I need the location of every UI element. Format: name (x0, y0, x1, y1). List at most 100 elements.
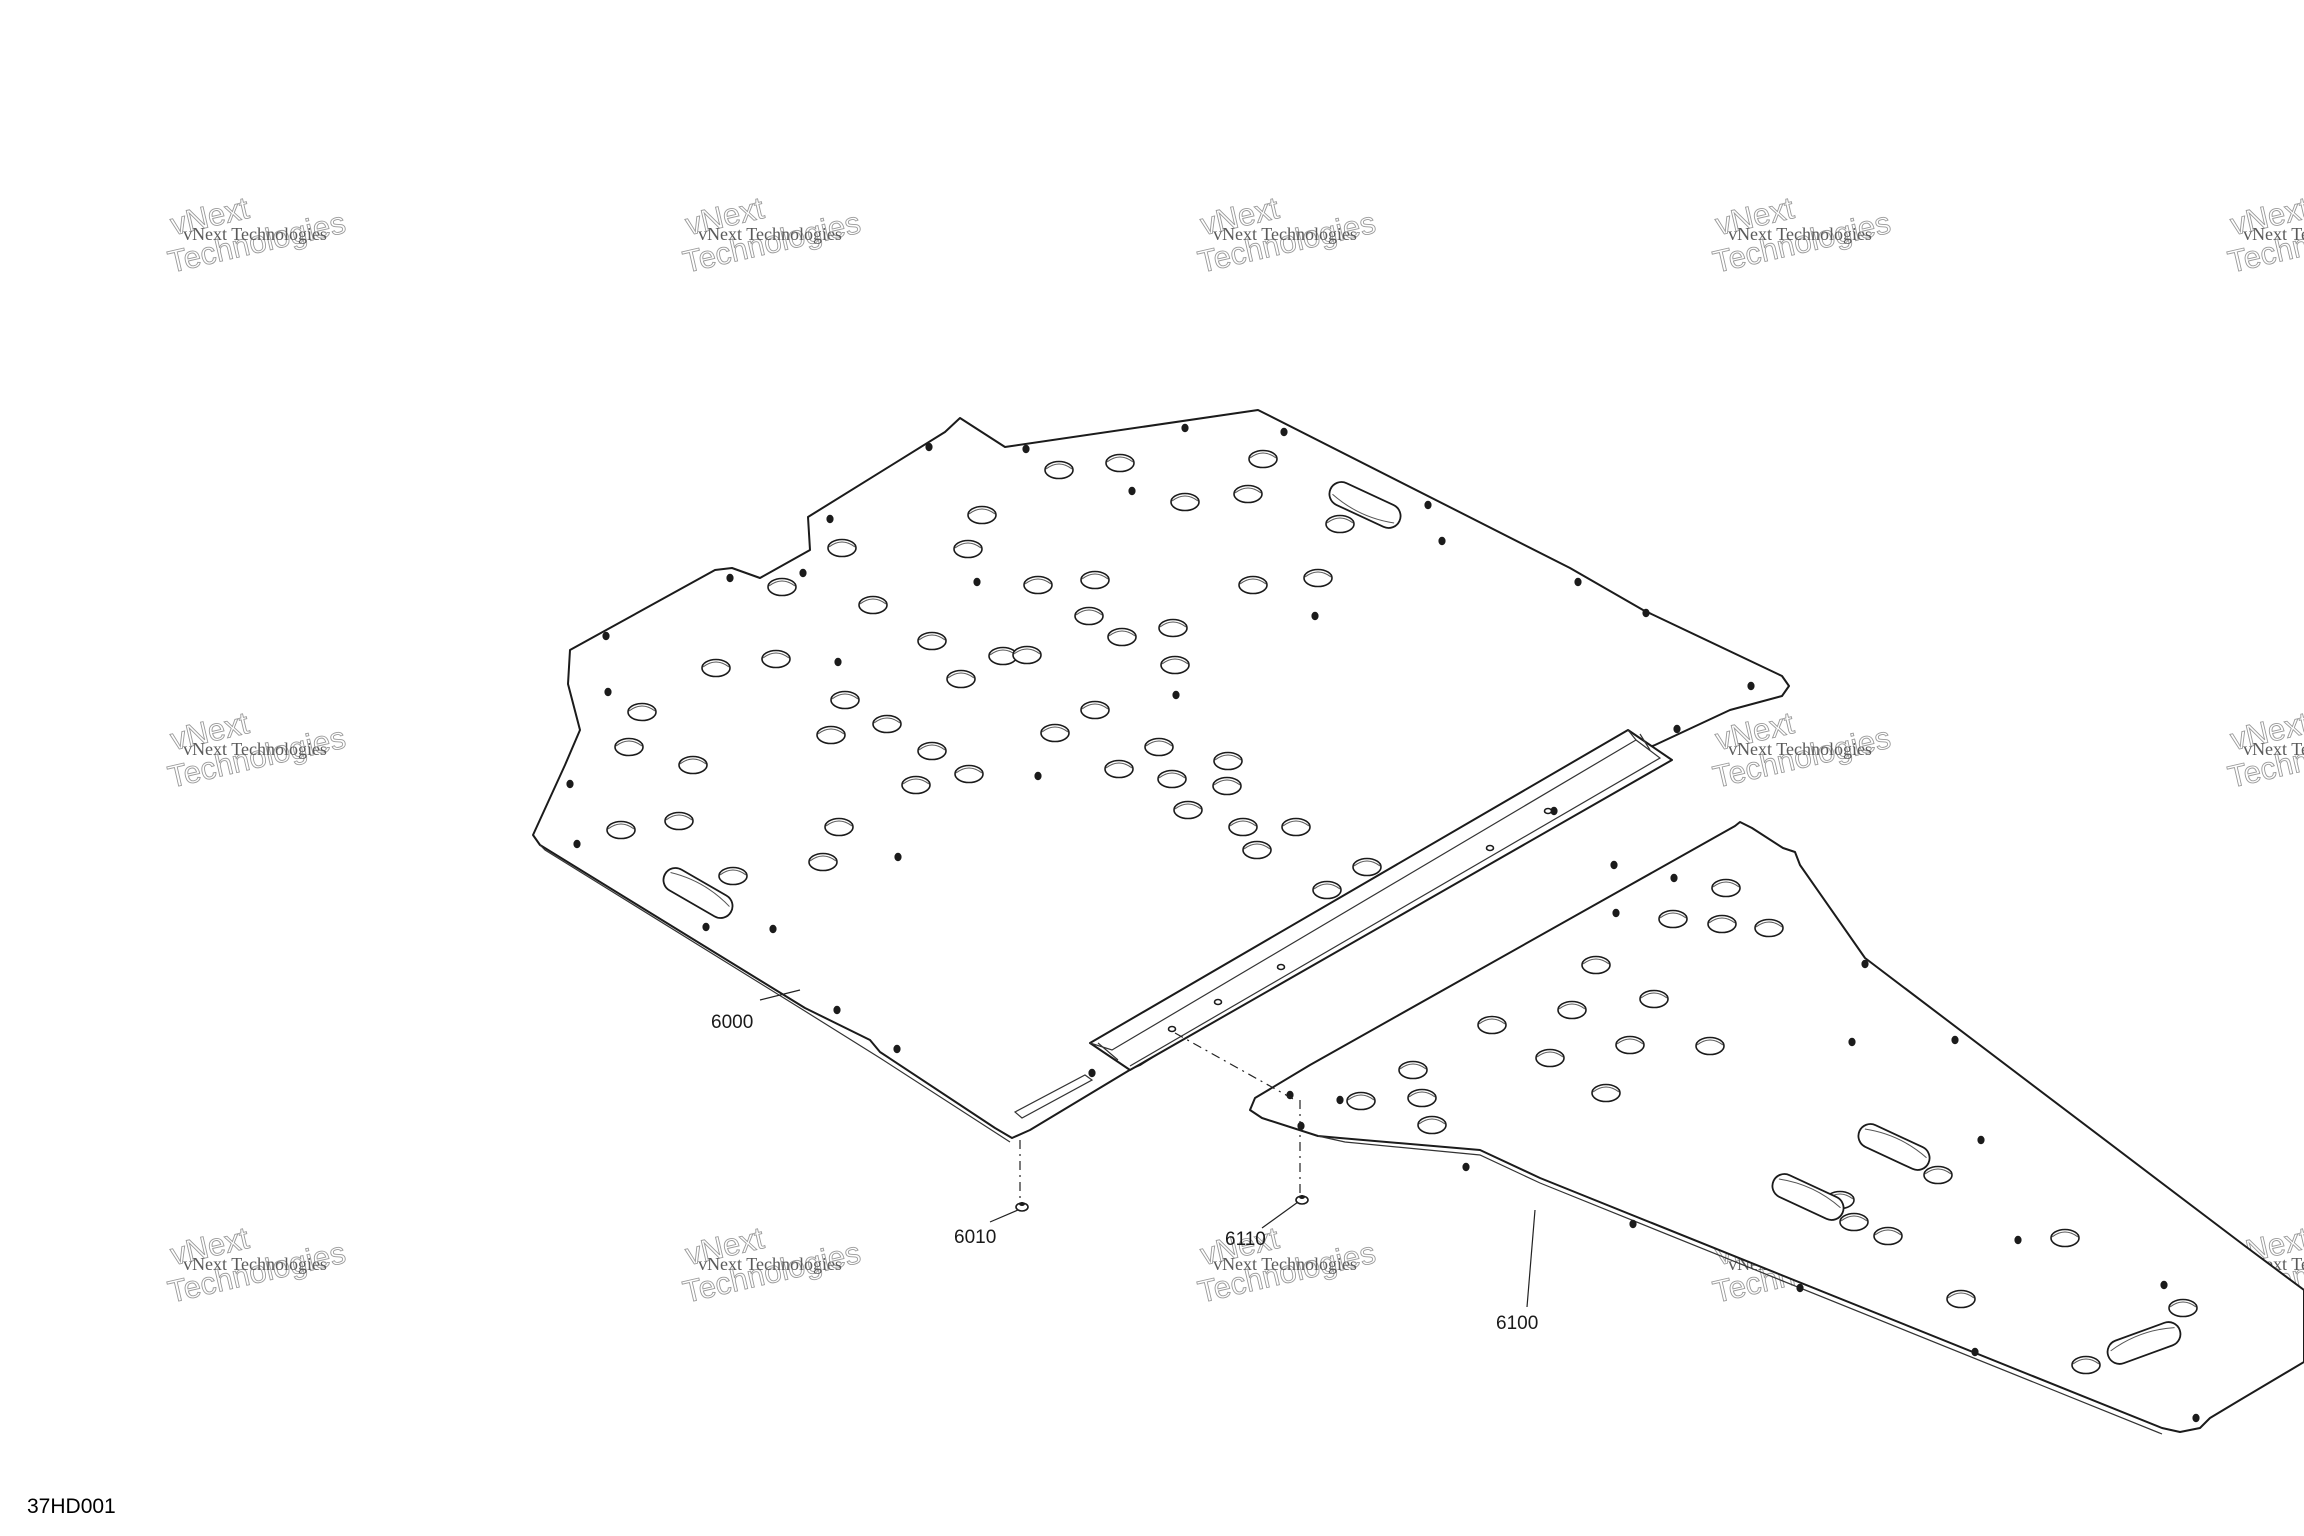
mounting-hole (1044, 460, 1074, 480)
mounting-hole (917, 631, 947, 651)
rivet (1034, 771, 1042, 781)
rivet (973, 577, 981, 587)
rivet (1977, 1135, 1985, 1145)
channel-hole (1543, 807, 1553, 815)
rivet (1297, 1121, 1305, 1131)
mounting-hole (1615, 1035, 1645, 1055)
mounting-hole (701, 658, 731, 678)
mounting-hole (1233, 484, 1263, 504)
rivet (2014, 1235, 2022, 1245)
mounting-hole (953, 539, 983, 559)
rivet (1181, 423, 1189, 433)
mounting-hole (606, 820, 636, 840)
rivet (769, 924, 777, 934)
rivet (833, 1005, 841, 1015)
slot-hole (662, 867, 734, 919)
channel-hole (1213, 998, 1223, 1006)
mounting-hole (1707, 914, 1737, 934)
mounting-hole (954, 764, 984, 784)
channel-hole (1167, 1025, 1177, 1033)
rivet (1088, 1068, 1096, 1078)
callout-6110: 6110 (1225, 1229, 1266, 1250)
plate-6000-notch (1013, 1074, 1094, 1119)
mounting-hole (1242, 840, 1272, 860)
rivet (1550, 806, 1558, 816)
assembly-line-channel (1174, 1032, 1296, 1101)
svg-text:vNext Technologies: vNext Technologies (183, 1254, 327, 1274)
mounting-hole (1281, 817, 1311, 837)
rivet (604, 687, 612, 697)
mounting-hole (967, 505, 997, 525)
channel-hole (1485, 844, 1495, 852)
mounting-hole (1144, 737, 1174, 757)
mounting-hole (1080, 570, 1110, 590)
mounting-hole (1398, 1060, 1428, 1080)
mounting-hole (1695, 1036, 1725, 1056)
mounting-hole (1012, 645, 1042, 665)
svg-text:vNext Technologies: vNext Technologies (183, 739, 327, 759)
plate-6100-edge (1317, 1135, 2163, 1435)
leader-6100 (1526, 1209, 1536, 1308)
slot-hole (1857, 1123, 1931, 1171)
rivet (1311, 611, 1319, 621)
mounting-hole (1591, 1083, 1621, 1103)
mounting-hole (2050, 1228, 2080, 1248)
mounting-hole (1658, 909, 1688, 929)
rivet (1796, 1283, 1804, 1293)
rivet (1629, 1219, 1637, 1229)
mounting-hole (1238, 575, 1268, 595)
rivet (566, 779, 574, 789)
rivet (1673, 724, 1681, 734)
mounting-hole (678, 755, 708, 775)
plate-6000-edge (539, 844, 1011, 1143)
mounting-hole (872, 714, 902, 734)
mounting-hole (1080, 700, 1110, 720)
rivet (2160, 1280, 2168, 1290)
svg-text:vNext Technologies: vNext Technologies (1728, 224, 1872, 244)
rivet (925, 442, 933, 452)
rivet (799, 568, 807, 578)
svg-text:vNext Technologies: vNext Technologies (183, 224, 327, 244)
rivet (894, 852, 902, 862)
mounting-hole (1023, 575, 1053, 595)
mounting-hole (761, 649, 791, 669)
mounting-hole (627, 702, 657, 722)
mounting-hole (1312, 880, 1342, 900)
svg-text:vNext Technologies: vNext Technologies (2243, 224, 2304, 244)
mounting-hole (1104, 759, 1134, 779)
mounting-hole (1873, 1226, 1903, 1246)
leader-6010 (989, 1209, 1019, 1223)
mounting-hole (1157, 769, 1187, 789)
mounting-hole (1170, 492, 1200, 512)
mounting-hole (827, 538, 857, 558)
mounting-hole (901, 775, 931, 795)
mounting-hole (1754, 918, 1784, 938)
mounting-hole (1040, 723, 1070, 743)
rivet (1861, 959, 1869, 969)
leader-6000 (759, 989, 801, 1001)
mounting-hole (1346, 1091, 1376, 1111)
rivet-layer (566, 423, 2200, 1423)
slot-layer (662, 481, 2182, 1365)
mounting-hole (1639, 989, 1669, 1009)
rivet (1438, 536, 1446, 546)
rivet (1642, 608, 1650, 618)
skid-plate-6100 (1249, 821, 2304, 1433)
rivet (834, 657, 842, 667)
rivet (893, 1044, 901, 1054)
rivet (2192, 1413, 2200, 1423)
hole-layer (606, 449, 2198, 1375)
mounting-hole (1557, 1000, 1587, 1020)
mounting-hole (858, 595, 888, 615)
mounting-hole (1213, 751, 1243, 771)
mounting-hole (946, 669, 976, 689)
stiffener-channel (1089, 729, 1673, 1071)
mounting-hole (1212, 776, 1242, 796)
mounting-hole (1248, 449, 1278, 469)
